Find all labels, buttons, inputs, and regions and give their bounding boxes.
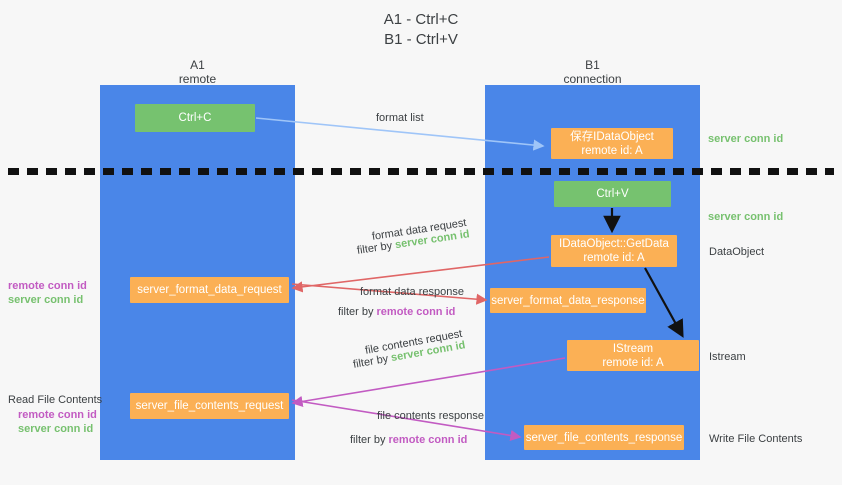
node-ctrl-v[interactable]: Ctrl+V bbox=[554, 181, 671, 207]
edge-label-format-list: format list bbox=[376, 112, 424, 124]
column-header-a1: A1 remote bbox=[130, 58, 265, 86]
edge-label-file-contents-response: file contents response bbox=[377, 410, 485, 422]
node-server-file-contents-response-label: server_file_contents_response bbox=[525, 431, 683, 444]
column-header-b1-name: B1 bbox=[585, 58, 600, 72]
node-istream-subtitle: remote id: A bbox=[602, 356, 664, 369]
annotation-server-conn-id: server conn id bbox=[18, 423, 94, 435]
annotation-write-file-contents: Write File Contents bbox=[709, 433, 803, 445]
node-idataobject-getdata-label: IDataObject::GetData bbox=[559, 238, 669, 250]
node-server-file-contents-request[interactable]: server_file_contents_request bbox=[130, 393, 289, 419]
annotation-read-file-contents: Read File Contents bbox=[8, 394, 103, 406]
edge-label-format-data-response: format data response bbox=[360, 286, 464, 298]
title-line-2: B1 - Ctrl+V bbox=[384, 31, 458, 48]
node-server-file-contents-response[interactable]: server_file_contents_response bbox=[524, 425, 684, 450]
annotation-remote-conn-id: remote conn id bbox=[18, 409, 97, 421]
filter-value-remote-conn-id: remote conn id bbox=[376, 306, 456, 318]
annotation-server-conn-id-mid: server conn id bbox=[708, 211, 784, 223]
annotation-istream: Istream bbox=[709, 351, 746, 363]
annotation-left-conn-ids-bottom: remote conn id server conn id bbox=[18, 408, 97, 436]
filter-prefix: filter by bbox=[350, 434, 389, 446]
node-istream[interactable]: IStream remote id: A bbox=[567, 340, 699, 371]
filter-prefix: filter by bbox=[356, 239, 397, 257]
node-server-format-data-response-label: server_format_data_response bbox=[491, 294, 645, 307]
node-ctrl-v-label: Ctrl+V bbox=[596, 188, 629, 200]
annotation-server-conn-id-top: server conn id bbox=[708, 133, 784, 145]
column-header-a1-name: A1 bbox=[190, 58, 205, 72]
annotation-server-conn-id: server conn id bbox=[8, 294, 84, 306]
edge-label-file-contents-response-filter: filter by remote conn id bbox=[350, 433, 467, 447]
node-save-idataobject-subtitle: remote id: A bbox=[581, 144, 643, 157]
node-ctrl-c[interactable]: Ctrl+C bbox=[135, 104, 255, 132]
annotation-left-conn-ids-mid: remote conn id server conn id bbox=[8, 279, 87, 307]
annotation-dataobject: DataObject bbox=[709, 246, 765, 258]
node-ctrl-c-label: Ctrl+C bbox=[178, 112, 212, 124]
node-save-idataobject[interactable]: 保存IDataObject remote id: A bbox=[551, 128, 673, 159]
node-server-format-data-response[interactable]: server_format_data_response bbox=[490, 288, 646, 313]
node-save-idataobject-label: 保存IDataObject bbox=[570, 130, 654, 143]
phase-divider bbox=[8, 168, 834, 175]
node-server-format-data-request[interactable]: server_format_data_request bbox=[130, 277, 289, 303]
diagram-title: A1 - Ctrl+C B1 - Ctrl+V bbox=[0, 10, 842, 50]
node-server-file-contents-request-label: server_file_contents_request bbox=[135, 400, 284, 412]
annotation-remote-conn-id: remote conn id bbox=[8, 280, 87, 292]
filter-value-remote-conn-id: remote conn id bbox=[388, 434, 468, 446]
column-header-b1: B1 connection bbox=[525, 58, 660, 86]
title-line-1: A1 - Ctrl+C bbox=[383, 11, 459, 28]
filter-prefix: filter by bbox=[338, 306, 377, 318]
node-idataobject-getdata-subtitle: remote id: A bbox=[583, 252, 645, 264]
node-istream-label: IStream bbox=[612, 342, 654, 355]
edge-label-format-data-response-filter: filter by remote conn id bbox=[338, 305, 455, 319]
filter-prefix: filter by bbox=[352, 352, 393, 371]
column-header-a1-sub: remote bbox=[178, 72, 217, 86]
node-idataobject-getdata[interactable]: IDataObject::GetData remote id: A bbox=[551, 235, 677, 267]
column-header-b1-sub: connection bbox=[563, 72, 622, 86]
node-server-format-data-request-label: server_format_data_request bbox=[137, 284, 282, 296]
